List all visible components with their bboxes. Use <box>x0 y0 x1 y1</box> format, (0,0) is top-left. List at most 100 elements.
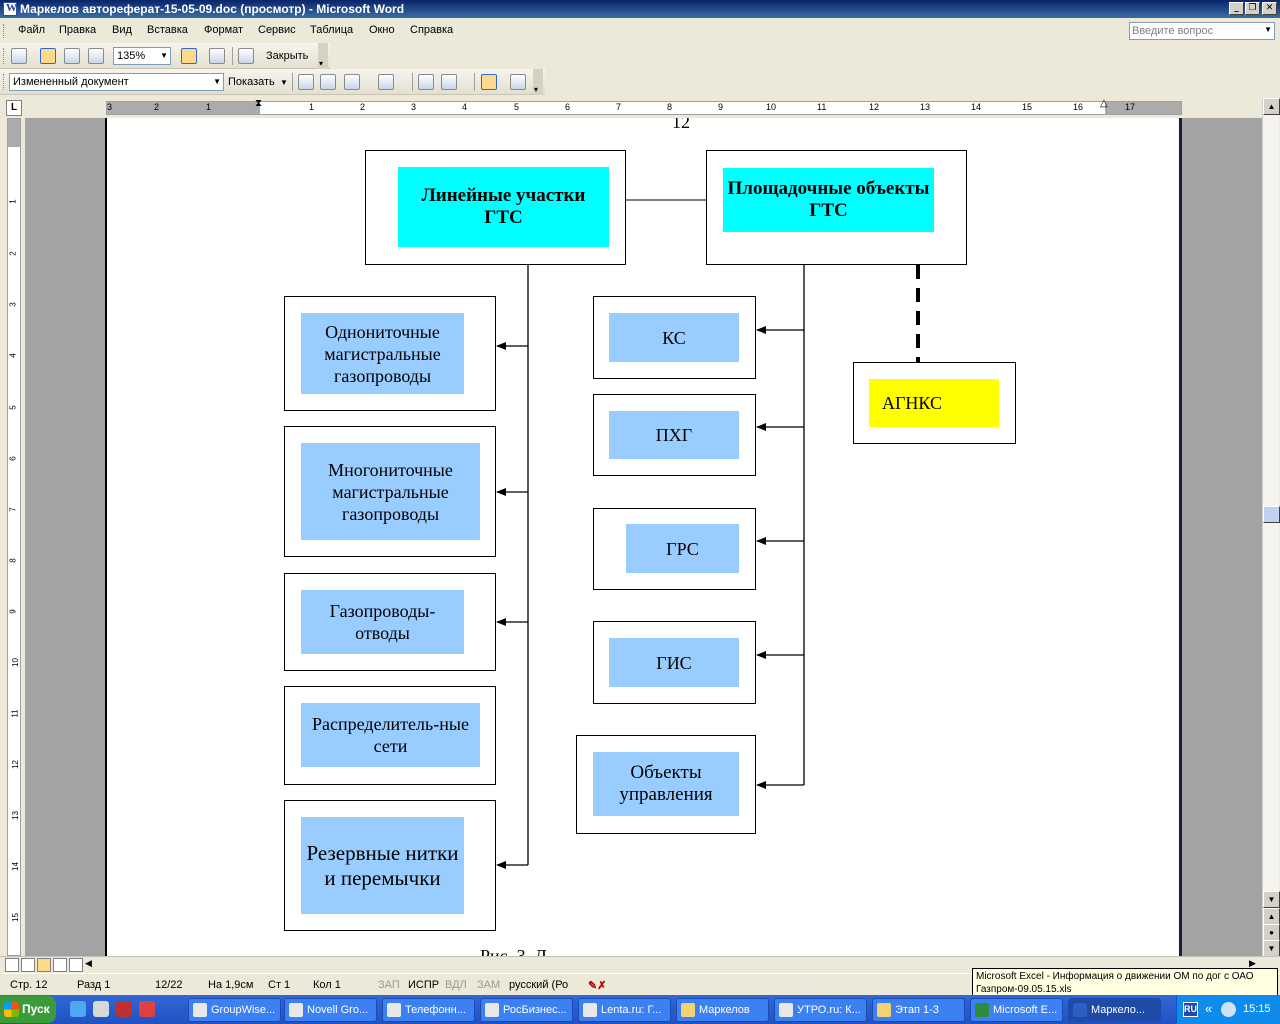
left-item-label: Распределитель-ные сети <box>301 703 480 767</box>
taskbar-button[interactable]: Microsoft E... <box>970 998 1063 1022</box>
ruler-number: 3 <box>411 102 417 112</box>
taskbar-button[interactable]: Этап 1-3 <box>872 998 965 1022</box>
shrink-to-fit-icon[interactable] <box>209 48 225 64</box>
tooltip-line: Microsoft Excel - Информация о движении … <box>976 971 1254 982</box>
tab-selector[interactable]: L <box>6 100 22 116</box>
status-extend[interactable]: ВДЛ <box>445 979 467 991</box>
reject-change-icon[interactable] <box>378 74 394 90</box>
scroll-down-icon[interactable]: ▼ <box>1263 891 1280 908</box>
maximize-button[interactable]: ❐ <box>1245 2 1260 15</box>
taskbar-button[interactable]: Телефонн... <box>382 998 475 1022</box>
taskbar-button[interactable]: РосБизнес... <box>480 998 573 1022</box>
toolbar-grip[interactable] <box>3 74 6 90</box>
spelling-status-icon[interactable]: ✎✗ <box>588 980 607 992</box>
taskbar-button[interactable]: GroupWise... <box>188 998 281 1022</box>
diagram-connectors <box>496 199 920 869</box>
taskbar-button-active[interactable]: Маркело... <box>1068 998 1161 1022</box>
ruler-number: 6 <box>8 456 18 461</box>
menu-grip[interactable] <box>3 24 6 38</box>
normal-view-icon[interactable] <box>5 958 19 972</box>
document-area[interactable]: 12 Линейные участки ГТС <box>25 118 1262 956</box>
chevron-down-icon[interactable]: ▼ <box>1264 25 1272 34</box>
browse-object-icon[interactable]: ● <box>1263 924 1280 941</box>
outline-view-icon[interactable] <box>53 958 67 972</box>
ruler-number: 7 <box>616 102 622 112</box>
toolbar-options-icon[interactable] <box>318 43 328 69</box>
ruler-number: 1 <box>309 102 315 112</box>
document-map-icon[interactable] <box>510 74 526 90</box>
one-page-icon[interactable] <box>64 48 80 64</box>
ruler-number: 11 <box>817 102 827 112</box>
previous-change-icon[interactable] <box>298 74 314 90</box>
view-ruler-icon[interactable] <box>181 48 197 64</box>
word-app-icon[interactable] <box>3 2 17 16</box>
magnifier-icon[interactable] <box>40 48 56 64</box>
taskbar: Пуск GroupWise... Novell Gro... Телефонн… <box>0 995 1280 1024</box>
agnks-box: АГНКС <box>853 362 1016 444</box>
status-record-macro[interactable]: ЗАП <box>378 979 400 991</box>
show-hidden-icons-button[interactable]: « <box>1205 1001 1213 1016</box>
print-layout-view-icon[interactable] <box>37 958 51 972</box>
scroll-thumb[interactable] <box>1263 506 1280 523</box>
scroll-up-icon[interactable]: ▲ <box>1263 98 1280 115</box>
reviewing-pane-icon[interactable] <box>481 74 497 90</box>
toolbar-options-icon[interactable] <box>533 69 543 95</box>
reading-layout-view-icon[interactable] <box>69 958 83 972</box>
status-page: Стр. 12 <box>10 979 48 991</box>
menu-format[interactable]: Формат <box>204 24 244 36</box>
vertical-scrollbar[interactable]: ▲ ▼ ▲ ● ▼ <box>1262 98 1280 957</box>
next-page-icon[interactable]: ▼ <box>1263 940 1280 957</box>
toolbar-grip[interactable] <box>3 48 6 64</box>
minimize-button[interactable]: _ <box>1229 2 1244 15</box>
folder-icon <box>681 1003 695 1017</box>
show-menu-button[interactable]: Показать <box>228 76 275 88</box>
taskbar-button[interactable]: Lenta.ru: Г... <box>578 998 671 1022</box>
menu-help[interactable]: Справка <box>410 24 454 36</box>
scroll-left-icon[interactable]: ◀ <box>85 958 92 968</box>
ask-question-box[interactable]: Введите вопрос ▼ <box>1129 22 1275 40</box>
web-layout-view-icon[interactable] <box>21 958 35 972</box>
taskbar-button[interactable]: Маркелов <box>676 998 769 1022</box>
taskbar-button[interactable]: Novell Gro... <box>284 998 377 1022</box>
media-player-icon[interactable] <box>93 1001 109 1017</box>
document-page[interactable]: 12 Линейные участки ГТС <box>105 118 1182 956</box>
chevron-down-icon[interactable]: ▼ <box>160 51 168 60</box>
close-preview-button[interactable]: Закрыть <box>266 50 309 62</box>
taskbar-button[interactable]: УТРО.ru: К... <box>774 998 867 1022</box>
status-overtype[interactable]: ЗАМ <box>477 979 501 991</box>
menu-table[interactable]: Таблица <box>310 24 354 36</box>
track-changes-icon[interactable] <box>441 74 457 90</box>
indent-marker-icon[interactable]: ⧗ <box>255 98 263 109</box>
menu-file[interactable]: Файл <box>18 24 46 36</box>
review-display-combo[interactable]: Измененный документ ▼ <box>9 73 224 91</box>
full-screen-icon[interactable] <box>238 48 254 64</box>
next-change-icon[interactable] <box>320 74 336 90</box>
close-button[interactable]: ✕ <box>1262 2 1277 15</box>
print-icon[interactable] <box>11 48 27 64</box>
chevron-down-icon[interactable]: ▼ <box>280 78 288 87</box>
menu-view[interactable]: Вид <box>112 24 132 36</box>
horizontal-ruler[interactable]: 3 2 1 1 2 3 4 5 6 7 8 9 10 11 12 13 14 1… <box>106 98 1182 115</box>
insert-comment-icon[interactable] <box>418 74 434 90</box>
scroll-right-icon[interactable]: ▶ <box>1249 958 1256 968</box>
network-icon[interactable] <box>1221 1002 1236 1017</box>
right-indent-marker-icon[interactable]: △ <box>1100 98 1108 109</box>
save-disk-icon[interactable] <box>116 1001 132 1017</box>
menu-edit[interactable]: Правка <box>59 24 97 36</box>
multiple-pages-icon[interactable] <box>88 48 104 64</box>
accept-change-icon[interactable] <box>344 74 360 90</box>
start-button[interactable]: Пуск <box>0 996 56 1023</box>
menu-insert[interactable]: Вставка <box>147 24 188 36</box>
vertical-ruler[interactable]: 1 2 3 4 5 6 7 8 9 10 11 12 13 14 15 <box>7 118 21 956</box>
language-indicator[interactable]: RU <box>1183 1002 1198 1017</box>
chevron-down-icon[interactable]: ▼ <box>213 77 221 86</box>
previous-page-icon[interactable]: ▲ <box>1263 908 1280 925</box>
menu-window[interactable]: Окно <box>369 24 395 36</box>
status-track-changes[interactable]: ИСПР <box>408 979 440 991</box>
status-language[interactable]: русский (Ро <box>509 979 569 991</box>
quick-launch-icon[interactable] <box>139 1001 155 1017</box>
internet-explorer-icon[interactable] <box>70 1001 86 1017</box>
zoom-combo[interactable]: 135% ▼ <box>113 47 171 65</box>
clock[interactable]: 15:15 <box>1243 1003 1271 1015</box>
menu-tools[interactable]: Сервис <box>258 24 296 36</box>
